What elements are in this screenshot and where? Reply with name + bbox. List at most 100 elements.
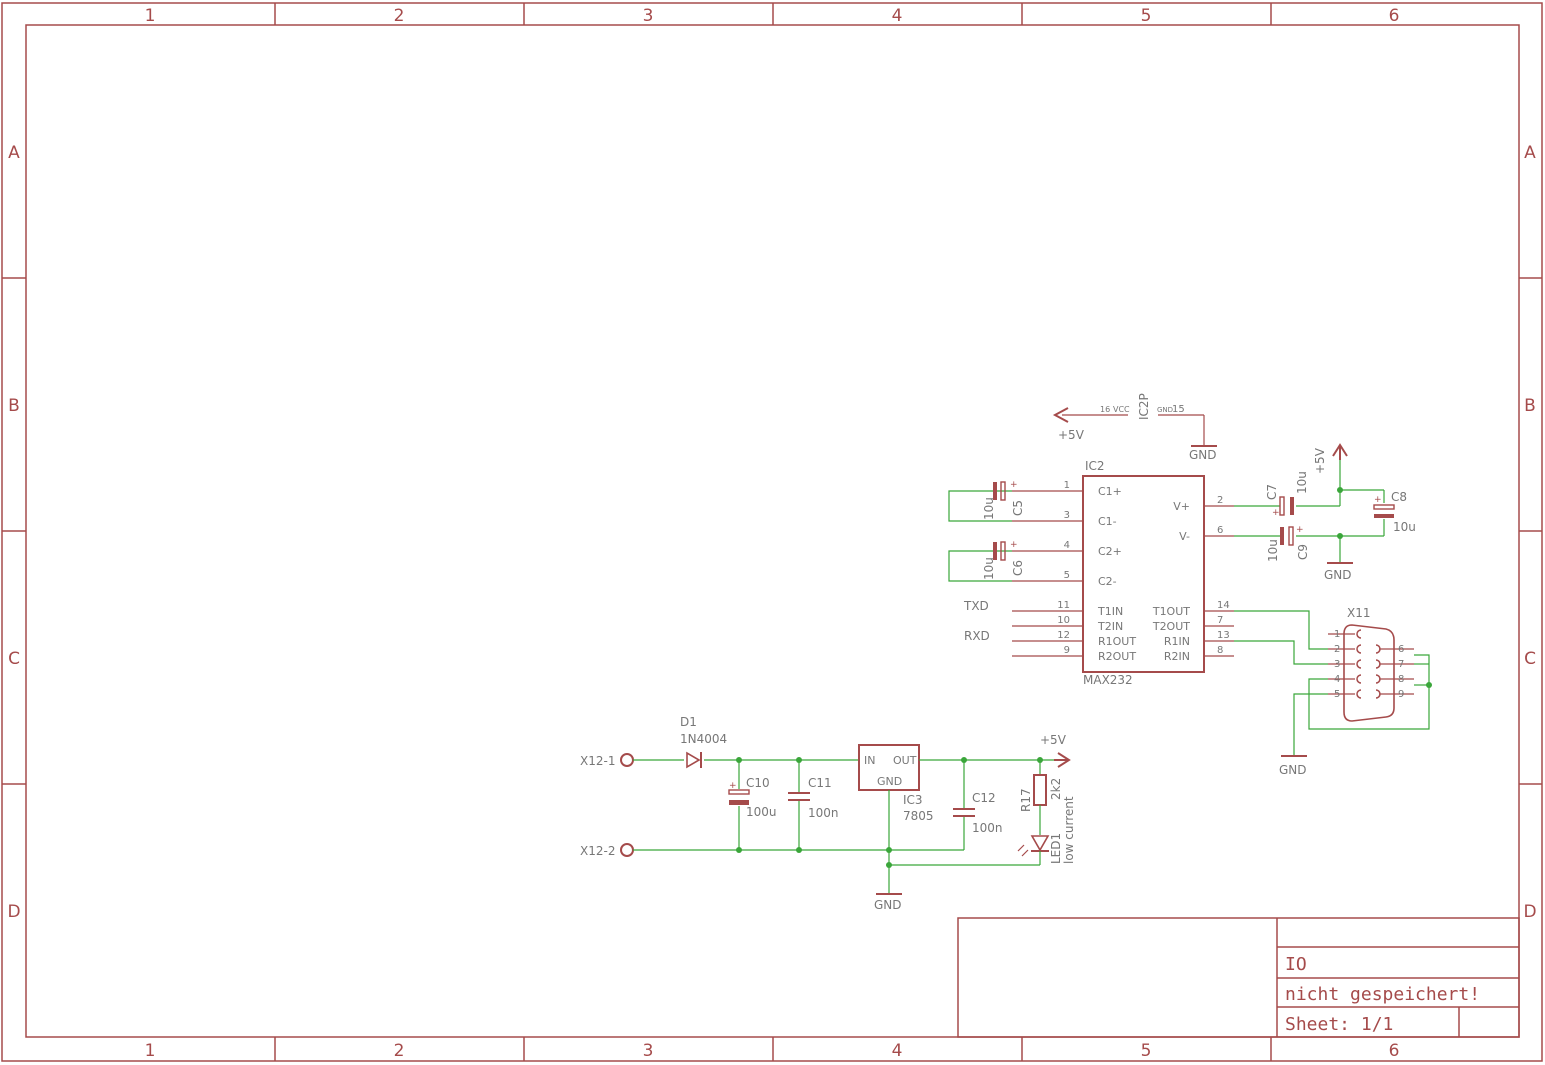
- ic2p-power-block: 16 VCC GND 15 IC2P +5V GND: [1052, 393, 1217, 462]
- c6-value: 10u: [982, 557, 996, 580]
- c7-value: 10u: [1295, 471, 1309, 494]
- out-plus5v-label: +5V: [1040, 733, 1067, 747]
- svg-text:+: +: [1010, 540, 1018, 550]
- x11-pin-num: 2: [1334, 644, 1340, 655]
- row-label-left: A: [8, 143, 20, 163]
- ic2-pin-name: C1+: [1098, 485, 1122, 498]
- title-block: [957, 917, 1520, 1038]
- ic2-pin-name: V-: [1179, 530, 1190, 543]
- ic2-pin-num: 9: [1064, 645, 1070, 656]
- c11-value: 100n: [808, 806, 839, 820]
- led1-name: LED1: [1049, 833, 1063, 864]
- x11-pin-num: 8: [1398, 674, 1404, 685]
- svg-text:+: +: [1272, 508, 1280, 518]
- x11-pin-num: 6: [1398, 644, 1404, 655]
- ic3-name: IC3: [903, 793, 923, 807]
- ic2-pin-name: V+: [1173, 500, 1190, 513]
- ic3-in-label: IN: [864, 754, 875, 767]
- col-label-top: 2: [394, 6, 405, 26]
- title-block-status: nicht gespeichert!: [1285, 984, 1480, 1005]
- ic2-pin-name: T1OUT: [1152, 605, 1190, 618]
- row-labels: A B C D A B C D: [7, 143, 1536, 922]
- ic2-pin-num: 14: [1217, 600, 1230, 611]
- c9-gnd-label: GND: [1324, 568, 1352, 582]
- c6-capacitor: + C6 10u: [948, 540, 1025, 582]
- row-label-left: C: [8, 649, 20, 669]
- ic2-pin-num: 2: [1217, 495, 1223, 506]
- led1-value: low current: [1062, 796, 1076, 864]
- ic2-pin-name: T1IN: [1097, 605, 1123, 618]
- col-label-top: 3: [643, 6, 654, 26]
- col-label-top: 1: [145, 6, 156, 26]
- column-labels: 1 2 3 4 5 6 1 2 3 4 5 6: [145, 6, 1400, 1061]
- ic2-pin-name: C2+: [1098, 545, 1122, 558]
- x11-name: X11: [1347, 606, 1371, 620]
- ic2p-name: IC2P: [1137, 393, 1151, 420]
- svg-text:+: +: [1296, 525, 1304, 535]
- ic2-pin-name: R2IN: [1164, 650, 1190, 663]
- row-label-right: D: [1523, 902, 1536, 922]
- x11-dsub-connector: X11 1 2 3 4 5 6: [1234, 606, 1432, 777]
- row-label-right: C: [1524, 649, 1536, 669]
- c9-value: 10u: [1266, 539, 1280, 562]
- ic2-pin-num: 7: [1217, 615, 1223, 626]
- ic2-max232: IC2 MAX232 1 3 4 5 11 10 12 9 C1+ C1- C2…: [1012, 459, 1234, 687]
- x11-pin-num: 9: [1398, 689, 1404, 700]
- c10-value: 100u: [746, 805, 777, 819]
- ic2p-plus5v-label: +5V: [1058, 428, 1085, 442]
- x11-pin-num: 1: [1334, 629, 1340, 640]
- row-label-right: A: [1524, 143, 1536, 163]
- c5-name: C5: [1011, 500, 1025, 516]
- ic3-out-label: OUT: [893, 754, 917, 767]
- c11-name: C11: [808, 776, 832, 790]
- ic2-pin-num: 11: [1057, 600, 1070, 611]
- svg-text:+: +: [1010, 480, 1018, 490]
- c7-name: C7: [1265, 484, 1279, 500]
- ic3-gnd-label: GND: [877, 775, 902, 788]
- svg-text:+: +: [729, 781, 737, 791]
- ic2-pin-num: 4: [1064, 540, 1070, 551]
- rxd-label: RXD: [964, 629, 990, 643]
- ic3-gnd-symbol-label: GND: [874, 898, 902, 912]
- d1-value: 1N4004: [680, 732, 727, 746]
- c10-name: C10: [746, 776, 770, 790]
- ic2-pin-num: 6: [1217, 525, 1223, 536]
- r17-value: 2k2: [1049, 778, 1063, 800]
- c8-value: 10u: [1393, 520, 1416, 534]
- row-label-left: D: [7, 902, 20, 922]
- x11-pin-num: 7: [1398, 659, 1404, 670]
- ic2-pin-name: R2OUT: [1098, 650, 1136, 663]
- col-label-bottom: 6: [1389, 1041, 1400, 1061]
- ic2-pin-num: 10: [1057, 615, 1070, 626]
- txd-label: TXD: [963, 599, 989, 613]
- col-label-bottom: 5: [1141, 1041, 1152, 1061]
- ic2p-vcc-pin: 16: [1100, 405, 1110, 414]
- x11-pin-num: 5: [1334, 689, 1340, 700]
- x11-pin-num: 4: [1334, 674, 1340, 685]
- c5-value: 10u: [982, 497, 996, 520]
- col-label-bottom: 3: [643, 1041, 654, 1061]
- svg-text:+: +: [1374, 495, 1382, 505]
- ic2-pin-num: 12: [1057, 630, 1070, 641]
- c6-name: C6: [1011, 560, 1025, 576]
- ic2p-gnd-pin: 15: [1172, 404, 1185, 415]
- r17-name: R17: [1019, 788, 1033, 812]
- c8-name: C8: [1391, 490, 1407, 504]
- charge-pump-caps: +5V + C7 10u + C8 10u + C9 10u GND: [1234, 443, 1416, 582]
- d1-name: D1: [680, 715, 697, 729]
- c9-name: C9: [1296, 544, 1310, 560]
- row-label-left: B: [8, 396, 20, 416]
- ic2p-gnd-label: GND: [1157, 406, 1173, 414]
- col-label-top: 5: [1141, 6, 1152, 26]
- ic2-name: IC2: [1085, 459, 1105, 473]
- ic2-pin-name: C1-: [1098, 515, 1117, 528]
- ic3-value: 7805: [903, 809, 934, 823]
- ic2-pin-name: C2-: [1098, 575, 1117, 588]
- ic2-pin-name: R1OUT: [1098, 635, 1136, 648]
- title-block-title: IO: [1285, 954, 1307, 975]
- x12-pin2-label: X12-2: [580, 844, 615, 858]
- c12-value: 100n: [972, 821, 1003, 835]
- ic2-pin-num: 5: [1064, 570, 1070, 581]
